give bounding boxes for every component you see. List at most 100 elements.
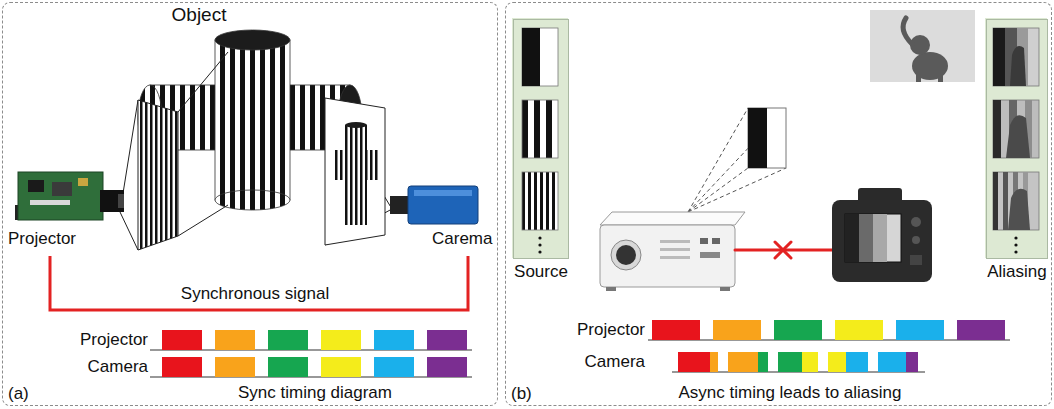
camera-device-part (910, 255, 922, 265)
sync-timing-part (374, 357, 414, 377)
aliasing-images-part (1014, 243, 1017, 246)
async-timing-part (896, 320, 944, 340)
aliasing-images-part (1014, 236, 1017, 239)
aliasing-images-part (993, 172, 1039, 230)
source-patterns-part (538, 250, 541, 253)
camera-device-part (873, 214, 887, 262)
aliasing-images-part (1008, 189, 1030, 230)
projector-device-part (660, 256, 690, 259)
object-figure-part (215, 190, 290, 210)
elephant-photo-part (938, 72, 943, 82)
figure-panel: (a) (2, 2, 498, 406)
projection-rays-part (688, 168, 748, 212)
async-timing-part (728, 352, 758, 372)
aliasing-images-part (993, 100, 1039, 158)
row-label: Projector (80, 330, 148, 350)
projection-rays-part (688, 108, 786, 212)
sync-timing-part (374, 330, 414, 350)
camera-icon (390, 186, 478, 224)
image-strip: Source (513, 19, 569, 259)
projector-board-part (18, 172, 103, 220)
camera-icon-part (390, 196, 410, 214)
source-patterns (522, 28, 558, 254)
pattern-icon (748, 108, 786, 168)
async-timing-part (778, 352, 802, 372)
projector-device-part (606, 287, 616, 291)
object-label: Object (172, 5, 227, 25)
source-patterns-part (522, 100, 558, 158)
broken-link (735, 242, 832, 258)
projector-device-part (660, 240, 690, 243)
strip-caption: Aliasing (987, 262, 1047, 282)
camera-view (325, 98, 392, 245)
projector-board-part (30, 200, 70, 205)
broken-link-part (775, 242, 791, 258)
figure-panel: (b)SourceAliasing (505, 2, 1052, 406)
camera-device-part (845, 214, 901, 262)
async-timing-part (846, 352, 868, 372)
camera-view-part (325, 98, 385, 245)
sync-timing-part (321, 357, 361, 377)
projector-device-part (600, 225, 735, 287)
camera-device-part (911, 217, 921, 227)
sync-wire (50, 256, 468, 310)
projection-rays (688, 108, 786, 212)
projector-device (600, 212, 745, 291)
row-label: Camera (88, 357, 148, 377)
async-timing-part (802, 352, 818, 372)
elephant-photo-part (903, 18, 912, 44)
elephant-photo (870, 10, 975, 82)
projection-rays-part (688, 108, 748, 212)
image-strip: Aliasing (986, 19, 1048, 259)
camera-icon-part (408, 186, 478, 224)
projection-frustum (120, 52, 228, 250)
aliasing-images-part (1006, 115, 1030, 158)
camera-device (832, 188, 932, 282)
sync-timing-part (268, 330, 308, 350)
camera-view-part (345, 125, 367, 225)
strip-caption: Source (514, 262, 568, 282)
projector-device-part (700, 238, 708, 244)
sync-timing-part (215, 330, 255, 350)
source-ground (512, 18, 568, 258)
aliasing-images-part (1010, 46, 1026, 86)
aliasing-images-part (1014, 250, 1017, 253)
sync-timing-part (427, 357, 467, 377)
camera-device-part (859, 214, 873, 262)
async-timing (648, 320, 1010, 372)
async-timing-part (713, 320, 761, 340)
camera-view-part (345, 122, 367, 128)
projector-device-part (712, 238, 720, 244)
camera-icon-part (414, 190, 472, 196)
signal-label: Synchronous signal (181, 284, 329, 304)
pattern-icon-part (748, 108, 767, 168)
aliasing-images-part (993, 100, 1001, 158)
projection-frustum-part (178, 205, 228, 236)
projector-device-part (611, 240, 641, 270)
projector-board-part (118, 194, 124, 208)
projection-frustum-part (138, 100, 178, 250)
source-patterns-part (522, 172, 558, 230)
projection-frustum-part (178, 52, 228, 112)
camera-device-part (845, 214, 859, 262)
pattern-icon-part (748, 108, 786, 168)
projection-frustum-part (120, 212, 138, 250)
async-timing-part (906, 352, 918, 372)
diagram-caption: Sync timing diagram (238, 383, 392, 403)
source-patterns-part (522, 28, 558, 86)
object-figure-part (215, 40, 290, 200)
elephant-photo-part (916, 72, 921, 82)
projector-device-part (616, 245, 636, 265)
row-label: Projector (577, 320, 645, 340)
sync-timing-part (427, 330, 467, 350)
device-label: Carema (432, 229, 492, 249)
sync-timing-part (162, 357, 202, 377)
object-figure-part (215, 30, 290, 50)
projector-device-part (600, 212, 745, 225)
camera-device-part (912, 236, 920, 244)
aliasing-images (993, 28, 1039, 254)
projector-device-part (720, 287, 730, 291)
async-timing-part (758, 352, 768, 372)
